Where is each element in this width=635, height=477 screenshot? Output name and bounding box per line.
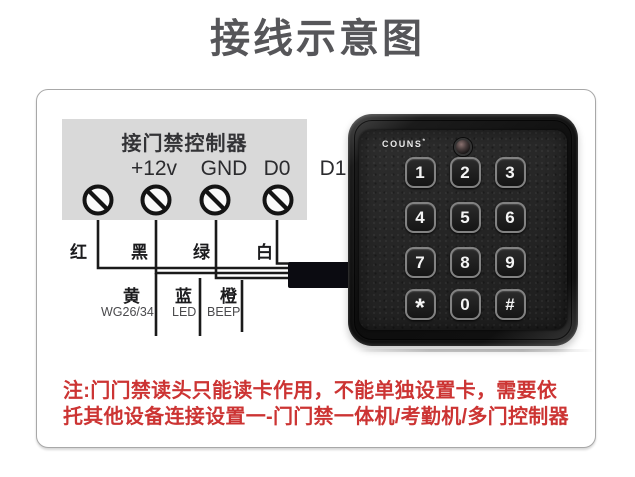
keypad-key-6: 6 [494,202,526,233]
terminal-block-title: 接门禁控制器 [121,133,248,155]
wire-label-red: 红 [70,243,87,262]
wire-label-green: 绿 [193,243,210,262]
keypad-key-7: 7 [404,247,436,278]
keypad-key-8: 8 [449,247,481,278]
brand-mark: * [422,138,426,145]
wire-label-orange: 橙 [220,287,237,306]
terminal-label-d0: D0 [263,157,291,180]
keypad-key-2: 2 [449,157,481,188]
keypad-key-1: 1 [404,157,436,188]
keypad-key-9: 9 [494,247,526,278]
brand-text: COUNS [382,139,423,149]
note-text: 注:门门禁读头只能读卡作用，不能单独设置卡，需要依 托其他设备连接设置一-门门禁… [63,378,569,430]
keypad-key-5: 5 [449,202,481,233]
note-line-1: 注:门门禁读头只能读卡作用，不能单独设置卡，需要依 [63,380,558,402]
wire-label-blue: 蓝 [175,287,192,306]
wire-function-beep: BEEP [207,305,241,319]
wire-function-led: LED [172,305,197,319]
page-title: 接线示意图 [210,17,425,61]
wire-label-black: 黑 [131,243,148,262]
note-line-2: 托其他设备连接设置一-门门禁一体机/考勤机/多门控制器 [63,406,569,428]
keypad-key-4: 4 [404,202,436,233]
keypad-key-star: * [404,289,436,322]
wire-label-yellow: 黄 [123,287,140,306]
keypad-device: COUNS* 1 2 3 4 5 6 7 8 9 * 0 # [348,114,578,346]
terminal-label-gnd: GND [200,157,248,180]
keypad-face: COUNS* 1 2 3 4 5 6 7 8 9 * 0 # [359,130,567,330]
cable-connector [288,262,352,288]
keypad-key-hash: # [494,289,526,320]
brand-label: COUNS* [382,138,426,149]
wire-function-wg2634: WG26/34 [101,305,154,319]
keypad-key-0: 0 [449,289,481,320]
led-indicator-icon [454,138,472,156]
terminal-block: 接门禁控制器 +12v GND D0 D1 [62,119,346,220]
wire-label-white: 白 [256,243,273,262]
keypad-key-3: 3 [494,157,526,188]
terminal-label-12v: +12v [130,157,178,180]
terminal-label-d1: D1 [319,157,347,180]
keypad-shadow [358,349,594,352]
